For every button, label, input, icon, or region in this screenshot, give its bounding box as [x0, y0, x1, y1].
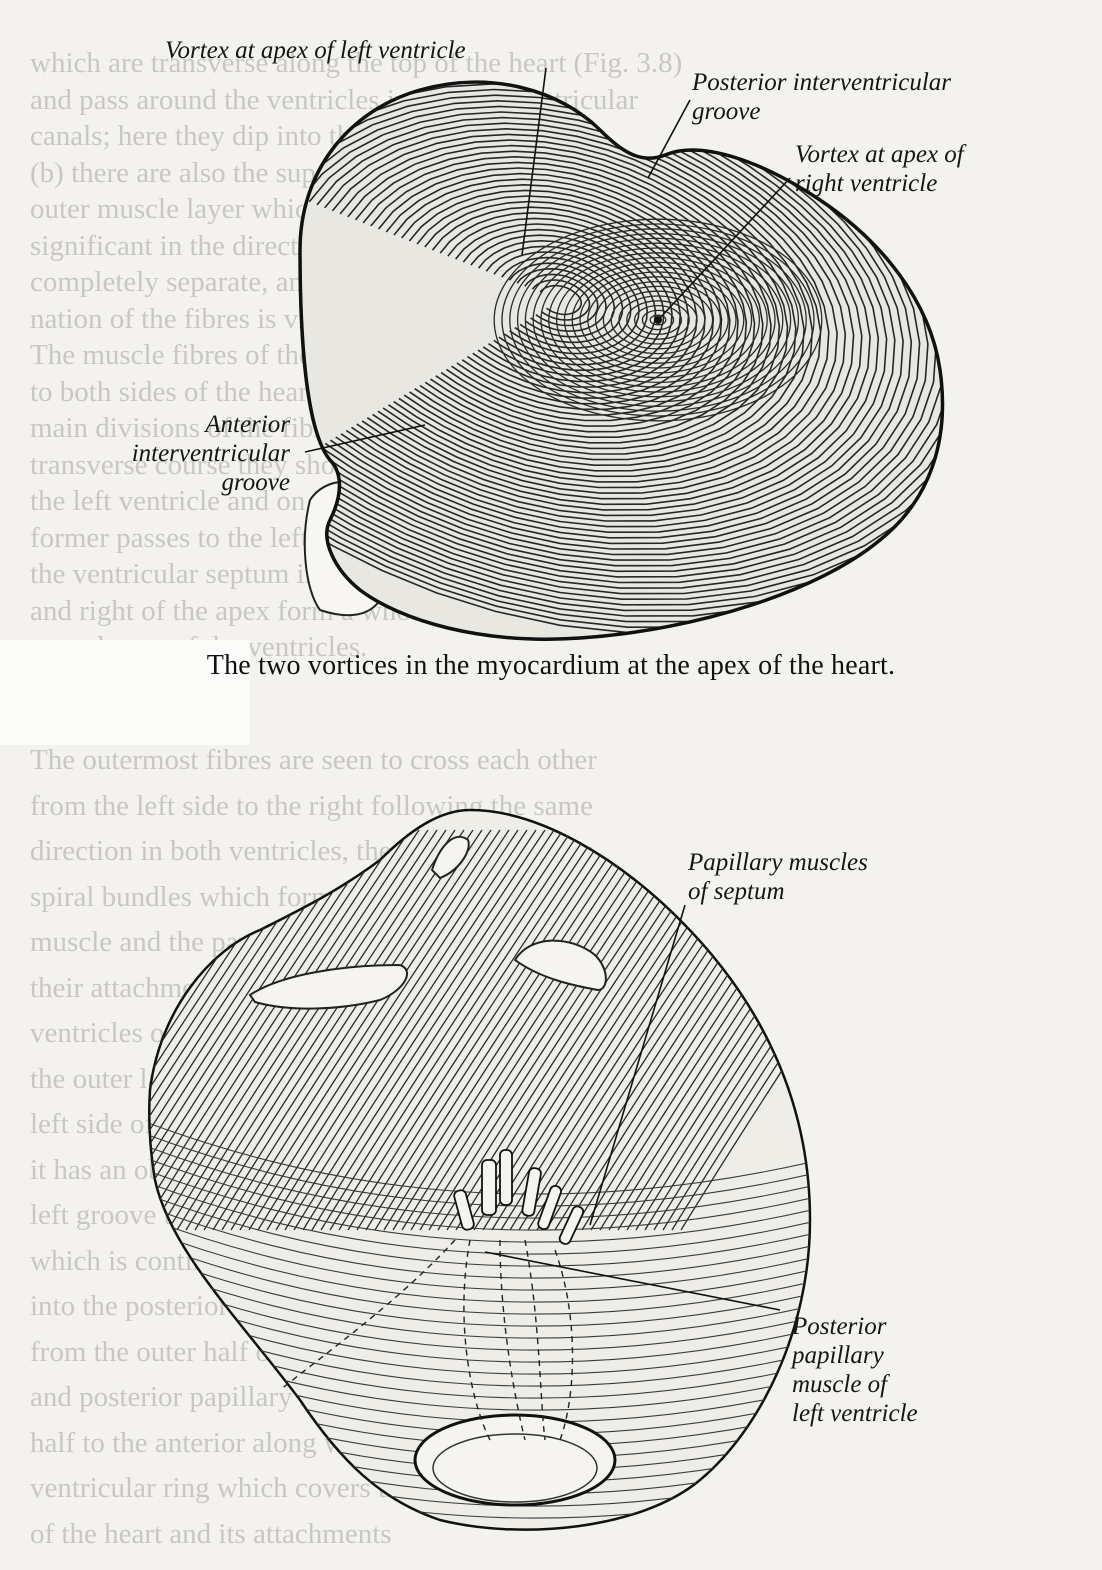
fibre-stroke [0, 830, 122, 1230]
fibre-stroke [0, 830, 176, 1230]
bottom-heart-apex-ring [415, 1415, 615, 1505]
papillary-stub [482, 1160, 496, 1215]
label-vortex-left-ventricle: Vortex at apex of left ventricle [165, 36, 466, 65]
fibre-stroke [0, 830, 86, 1230]
label-papillary-muscles-septum: Papillary muscles of septum [688, 848, 868, 906]
fibre-stroke [0, 830, 95, 1230]
label-posterior-papillary-muscle: Posterior papillary muscle of left ventr… [792, 1312, 918, 1428]
fibre-stroke [0, 830, 77, 1230]
fibre-stroke [0, 830, 68, 1230]
fibre-stroke [0, 830, 50, 1230]
fibre-stroke [0, 830, 59, 1230]
fibre-stroke [0, 830, 167, 1230]
fibre-stroke [0, 830, 140, 1230]
label-posterior-interventricular-groove: Posterior interventricular groove [692, 68, 951, 126]
papillary-stub [500, 1150, 512, 1205]
label-vortex-right-ventricle: Vortex at apex of right ventricle [795, 140, 964, 198]
label-anterior-interventricular-groove: Anterior interventricular groove [80, 410, 290, 497]
fibre-stroke [0, 830, 131, 1230]
figure-caption: The two vortices in the myocardium at th… [0, 650, 1102, 682]
fibre-stroke [0, 830, 104, 1230]
fibre-stroke [0, 830, 113, 1230]
fibre-stroke [0, 830, 158, 1230]
fibre-stroke [0, 830, 149, 1230]
